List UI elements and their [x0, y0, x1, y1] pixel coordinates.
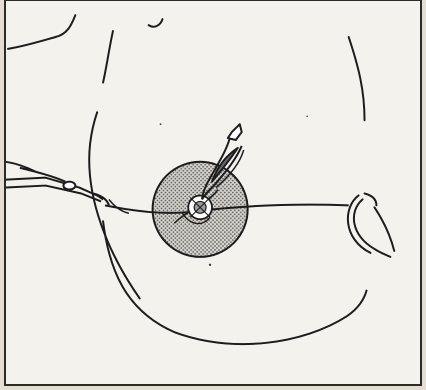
nipple — [188, 195, 212, 219]
scissors-icon — [6, 162, 109, 206]
medical-illustration — [6, 1, 420, 384]
illustration-frame — [4, 0, 422, 386]
